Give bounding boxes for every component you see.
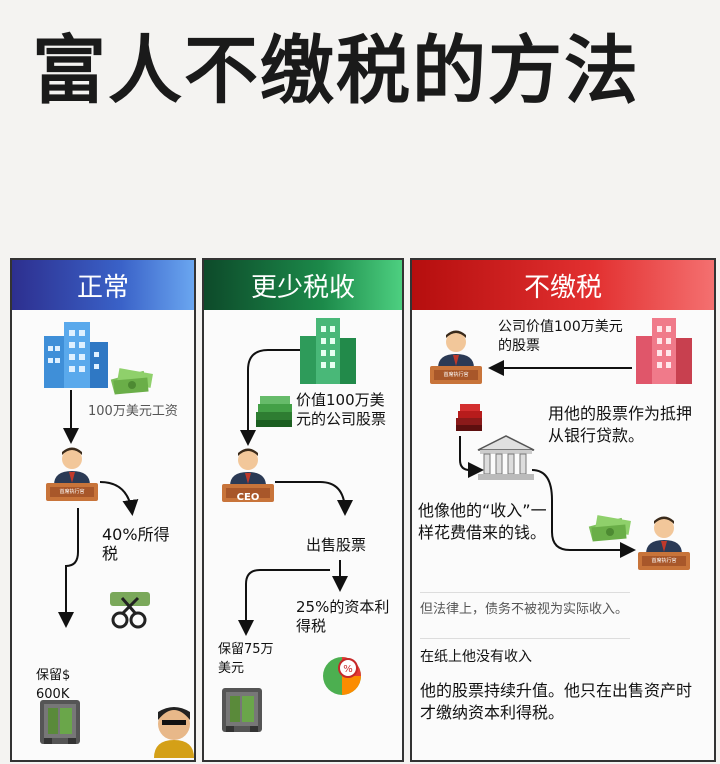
capital-gains-label: 25%的资本利得税 — [296, 598, 390, 635]
spend-label: 他像他的“收入”一样花费借来的钱。 — [418, 501, 547, 542]
no-income-note: 在纸上他没有收入 — [420, 649, 532, 665]
sell-stock-label: 出售股票 — [306, 536, 367, 554]
collateral-label: 用他的股票作为抵押从银行贷款。 — [548, 404, 693, 445]
appreciation-note: 他的股票持续升值。他只在出售资产时才缴纳资本利得税。 — [420, 681, 693, 722]
column-header: 正常 — [12, 260, 194, 310]
page-title: 富人不缴税的方法 — [32, 28, 640, 114]
company-stock-label: 公司价值100万美元的股票 — [498, 319, 623, 354]
column-less-tax: 更少税收 — [202, 258, 404, 762]
income-tax-label: 40%所得税 — [102, 525, 170, 563]
salary-label: 100万美元工资 — [88, 404, 178, 419]
keep-label: 保留$ 600K — [36, 668, 71, 702]
divider — [420, 638, 630, 639]
stock-label: 价值100万美元的公司股票 — [296, 391, 387, 428]
legal-note: 但法律上，债务不被视为实际收入。 — [420, 602, 629, 617]
column-header: 更少税收 — [204, 260, 402, 310]
divider — [420, 592, 630, 593]
column-header: 不缴税 — [412, 260, 714, 310]
keep-label: 保留75万美元 — [218, 642, 274, 676]
